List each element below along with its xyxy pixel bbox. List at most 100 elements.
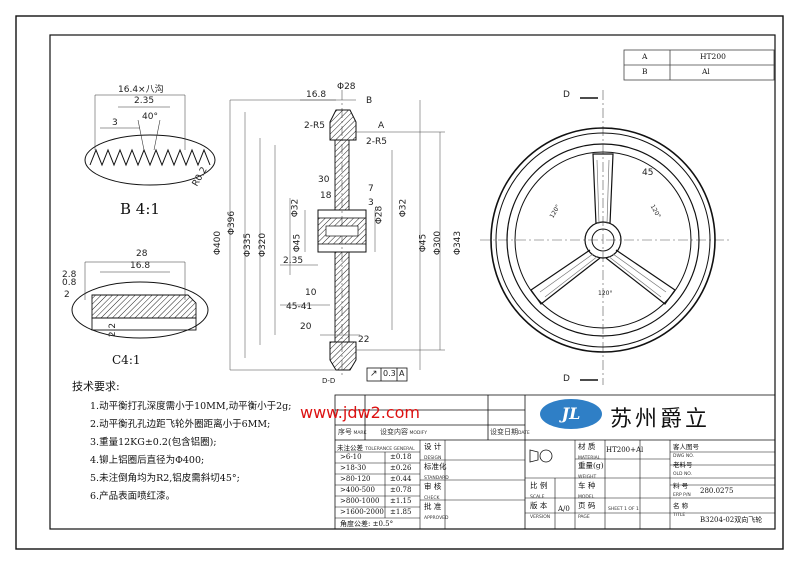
detail-c-dim-08: 0.8 — [62, 278, 77, 288]
change-label: 设变内容 MODIFY — [380, 427, 427, 437]
section-dim-396: Φ396 — [227, 210, 238, 236]
scale-label-cn: 比 例 — [530, 481, 548, 490]
note-item: 1.动平衡打孔深度需小于10MM,动平衡小于2g; — [90, 401, 292, 412]
section-dim-335: Φ335 — [243, 232, 254, 258]
section-dim-235: 2.35 — [283, 256, 304, 266]
tol-range: >6-10 — [340, 453, 362, 461]
tol-range: >80-120 — [340, 475, 371, 483]
check-label: 审 核 CHECK — [424, 481, 441, 501]
section-label-a: A — [378, 121, 385, 131]
detail-c-dim-28x: 2.8 — [62, 270, 77, 280]
watermark-text: www.jdw2.com — [300, 403, 420, 422]
note-item: 3.重量12KG±0.2(包含铝圈); — [90, 437, 217, 448]
check-label-en: CHECK — [424, 496, 440, 501]
detail-c-view — [71, 261, 209, 339]
material-key-b: B — [642, 67, 648, 76]
erp-label-cn: 料 号 — [673, 482, 689, 490]
section-dim-3: 3 — [368, 198, 374, 208]
angle-tolerance: 角度公差: ±0.5° — [340, 520, 394, 528]
section-dim-r5-left: 2-R5 — [304, 121, 325, 131]
section-view-label: D-D — [322, 377, 336, 385]
design-label-en: DESIGN — [424, 456, 442, 461]
section-dim-22: 22 — [358, 335, 370, 345]
material-key-a: A — [642, 52, 648, 61]
note-item: 2.动平衡孔孔边距飞轮外圈距离小于6MM; — [90, 419, 271, 430]
date-label: 设变日期DATE — [490, 427, 530, 437]
detail-c-scale-label: C4:1 — [112, 353, 141, 367]
tol-value: ±0.26 — [390, 464, 412, 472]
section-dim-300: Φ300 — [433, 230, 444, 256]
note-item: 5.未注倒角均为R2,铝皮需斜切45°; — [90, 473, 240, 484]
section-dim-10: 10 — [305, 288, 317, 298]
erp-value: 280.0275 — [700, 487, 734, 495]
erp-label-en: ERP P/N — [673, 493, 691, 498]
page-value: SHEET 1 OF 1 — [608, 507, 639, 512]
detail-b-scale-label: B 4:1 — [120, 200, 160, 218]
weight-label-en: WEIGHT — [578, 475, 597, 480]
section-dim-400: Φ400 — [213, 230, 224, 256]
section-dim-4541: 45-41 — [286, 302, 313, 312]
section-dim-45a: Φ45 — [292, 233, 303, 253]
part-no-label-cn: 客人图号 — [673, 443, 699, 451]
section-dim-30: 30 — [318, 175, 330, 185]
title-value: B3204-02双向飞轮 — [700, 516, 763, 524]
section-label-b: B — [366, 96, 373, 106]
section-dim-32b: Φ32 — [398, 198, 409, 218]
tol-value: ±0.18 — [390, 453, 412, 461]
detail-c-dim-28: 28 — [136, 249, 148, 259]
detail-b-dim-top: 16.4×八沟 — [118, 85, 164, 95]
tol-value: ±1.85 — [390, 508, 412, 516]
part-no-label-en: DWG NO. — [673, 454, 694, 459]
check-label-cn: 审 核 — [424, 482, 442, 491]
detail-b-dim-3: 3 — [112, 118, 118, 128]
detail-c-dim-2: 2 — [64, 290, 70, 300]
section-dim-28d: Φ28 — [374, 205, 385, 225]
company-logo: JL — [540, 399, 602, 429]
section-dim-28: Φ28 — [337, 82, 356, 92]
front-view-d-top: D — [563, 90, 570, 100]
standard-label: 标准化 STANDARD — [424, 461, 449, 481]
section-dim-20: 20 — [300, 322, 312, 332]
tol-header: 未注公差 TOLERANCE GENERAL — [337, 442, 415, 452]
front-view-angle-3: 120° — [598, 290, 613, 297]
version-label-en: VERSION — [530, 515, 551, 520]
section-dim-320: Φ320 — [258, 232, 269, 258]
standard-label-cn: 标准化 — [424, 462, 447, 471]
material-label-en: MATERIAL — [578, 456, 601, 461]
tolerance-datum: A — [399, 369, 405, 378]
front-view-d-bottom: D — [563, 374, 570, 384]
part-no-label: 客人图号 DWG NO. — [673, 441, 699, 459]
detail-b-dim-angle: 40° — [142, 112, 158, 122]
date-label-en: DATE — [518, 431, 530, 436]
section-dim-343: Φ343 — [453, 230, 464, 256]
model-label-en: MODEL — [578, 495, 595, 500]
notes-title: 技术要求: — [72, 380, 120, 393]
seq-label-en: MARK — [353, 431, 367, 436]
approve-label-en: APPROVED — [424, 516, 449, 521]
date-label-cn: 设变日期 — [490, 428, 518, 436]
title-label-en: TITLE — [673, 513, 686, 518]
company-name: 苏州爵立 — [610, 407, 711, 432]
version-value: A/0 — [558, 505, 570, 513]
detail-c-dim-22: 2.2 — [108, 322, 119, 338]
tolerance-value: 0.3 — [383, 369, 396, 378]
tol-value: ±0.44 — [390, 475, 412, 483]
tol-range: >800-1000 — [340, 497, 380, 505]
section-dim-r5-right: 2-R5 — [366, 137, 387, 147]
detail-b-dim-235: 2.35 — [134, 96, 155, 106]
page-label-en: PAGE — [578, 515, 590, 520]
tolerance-symbol: ↗ — [370, 369, 378, 379]
tol-header-cn: 未注公差 — [337, 444, 363, 452]
weight-label: 重量(g)WEIGHT — [578, 460, 604, 480]
section-dim-7: 7 — [368, 184, 374, 194]
old-no-label-cn: 老料号 — [673, 461, 693, 469]
tol-header-en: TOLERANCE GENERAL — [365, 447, 415, 452]
standard-label-en: STANDARD — [424, 476, 449, 481]
